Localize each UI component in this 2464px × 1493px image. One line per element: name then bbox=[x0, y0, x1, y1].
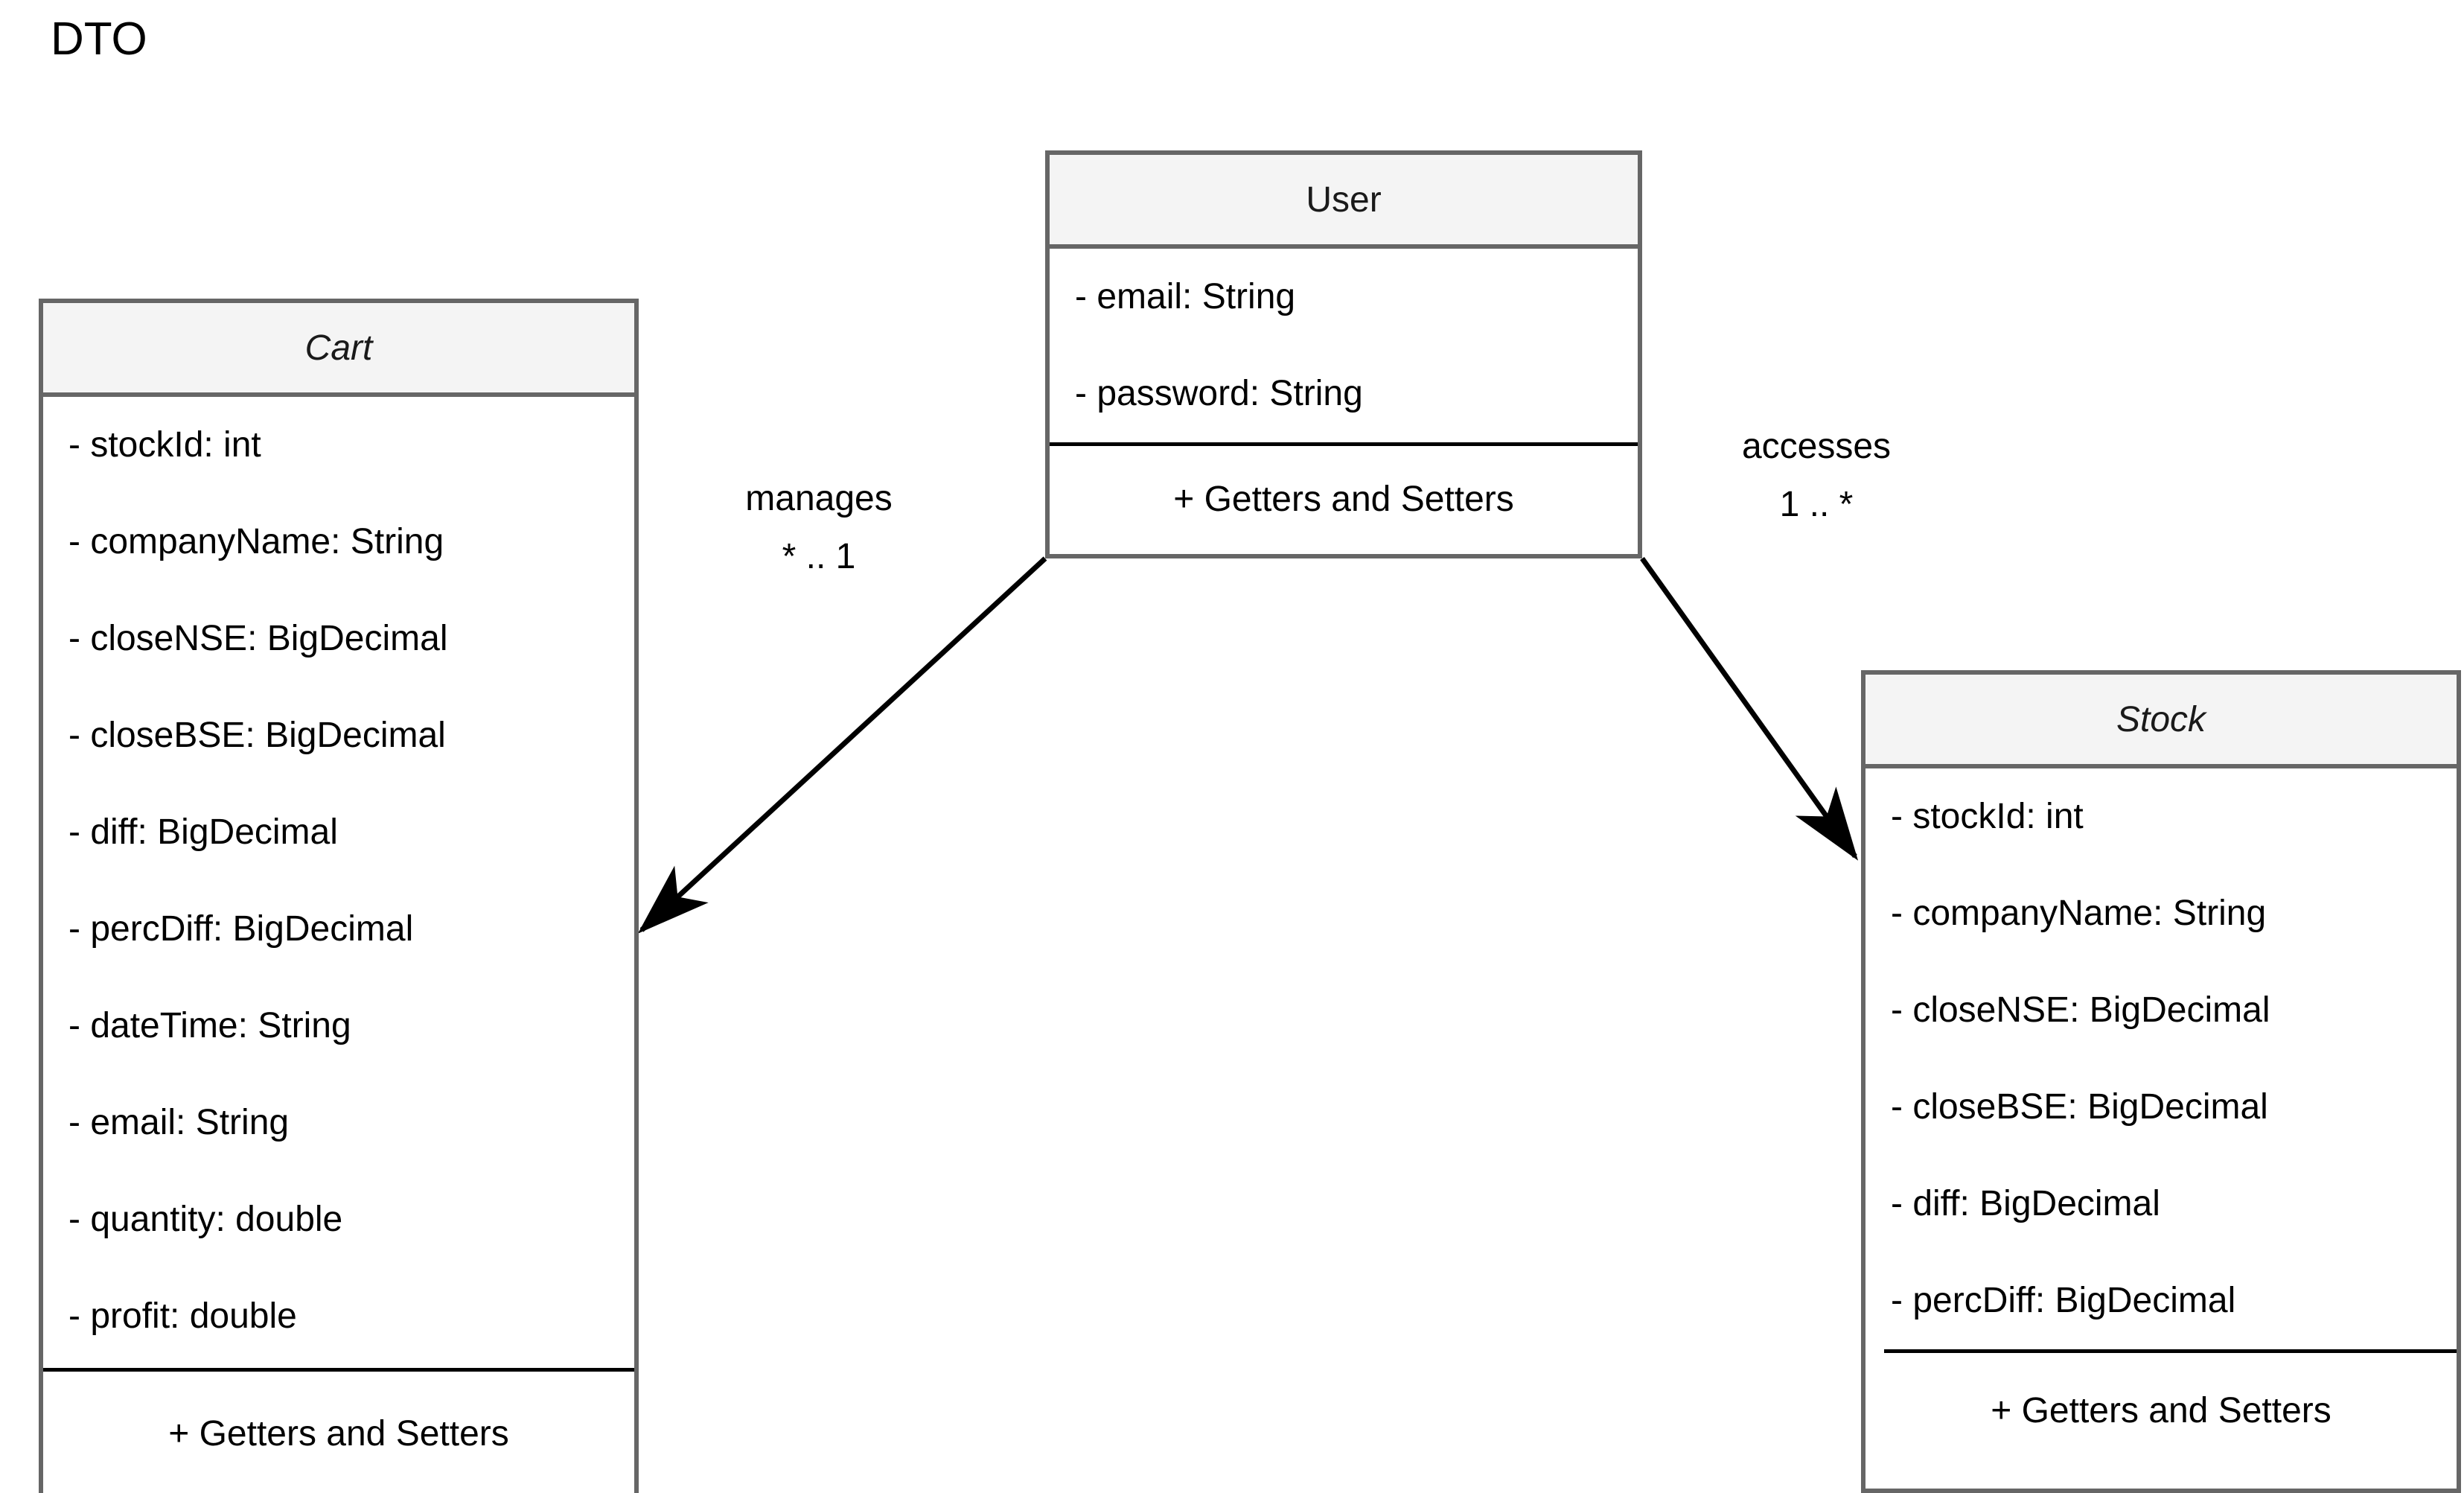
connector-accesses bbox=[1640, 556, 1859, 861]
attribute-item: - stockId: int bbox=[1891, 797, 2084, 836]
class-name-cart: Cart bbox=[43, 303, 634, 397]
attribute-item: - diff: BigDecimal bbox=[1891, 1184, 2160, 1223]
diagram-title: DTO bbox=[51, 13, 147, 65]
relationship-multiplicity: 1 .. * bbox=[1779, 485, 1854, 524]
uml-class-stock[interactable]: Stock - stockId: int - companyName: Stri… bbox=[1861, 670, 2461, 1493]
uml-class-user[interactable]: User - email: String - password: String … bbox=[1045, 150, 1642, 558]
attribute-item: - quantity: double bbox=[68, 1200, 343, 1239]
attribute-item: - stockId: int bbox=[68, 425, 261, 465]
attribute-item: - password: String bbox=[1075, 374, 1363, 413]
method-item: + Getters and Setters bbox=[1173, 480, 1514, 519]
section-divider bbox=[1884, 1349, 2457, 1353]
attribute-item: - closeNSE: BigDecimal bbox=[1891, 990, 2270, 1030]
attribute-item: - closeNSE: BigDecimal bbox=[68, 619, 448, 658]
attribute-item: - percDiff: BigDecimal bbox=[1891, 1281, 2236, 1320]
attribute-item: - dateTime: String bbox=[68, 1006, 351, 1045]
relationship-name: accesses bbox=[1741, 427, 1892, 466]
method-item: + Getters and Setters bbox=[168, 1414, 509, 1454]
attribute-item: - percDiff: BigDecimal bbox=[68, 909, 414, 949]
class-name-user: User bbox=[1050, 155, 1638, 249]
attribute-item: - email: String bbox=[68, 1103, 290, 1142]
class-name-stock: Stock bbox=[1865, 675, 2457, 768]
section-divider bbox=[43, 1368, 634, 1372]
attribute-item: - email: String bbox=[1075, 277, 1296, 316]
section-divider bbox=[1050, 442, 1638, 446]
uml-class-cart[interactable]: Cart - stockId: int - companyName: Strin… bbox=[39, 299, 639, 1493]
relationship-name: manages bbox=[745, 479, 893, 518]
attribute-list-cart: - stockId: int - companyName: String - c… bbox=[43, 397, 634, 1365]
attribute-item: - closeBSE: BigDecimal bbox=[68, 716, 446, 755]
connector-manages bbox=[637, 556, 1047, 934]
relationship-multiplicity: * .. 1 bbox=[782, 537, 856, 576]
attribute-list-stock: - stockId: int - companyName: String - c… bbox=[1865, 768, 2457, 1349]
attribute-item: - companyName: String bbox=[68, 522, 444, 561]
attribute-item: - closeBSE: BigDecimal bbox=[1891, 1087, 2268, 1127]
relationship-label-manages: manages * .. 1 bbox=[715, 477, 923, 579]
attribute-item: - companyName: String bbox=[1891, 894, 2267, 933]
attribute-item: - diff: BigDecimal bbox=[68, 812, 338, 852]
relationship-label-accesses: accesses 1 .. * bbox=[1712, 424, 1921, 527]
attribute-list-user: - email: String - password: String bbox=[1050, 249, 1638, 442]
attribute-item: - profit: double bbox=[68, 1296, 297, 1336]
method-item: + Getters and Setters bbox=[1991, 1391, 2331, 1430]
